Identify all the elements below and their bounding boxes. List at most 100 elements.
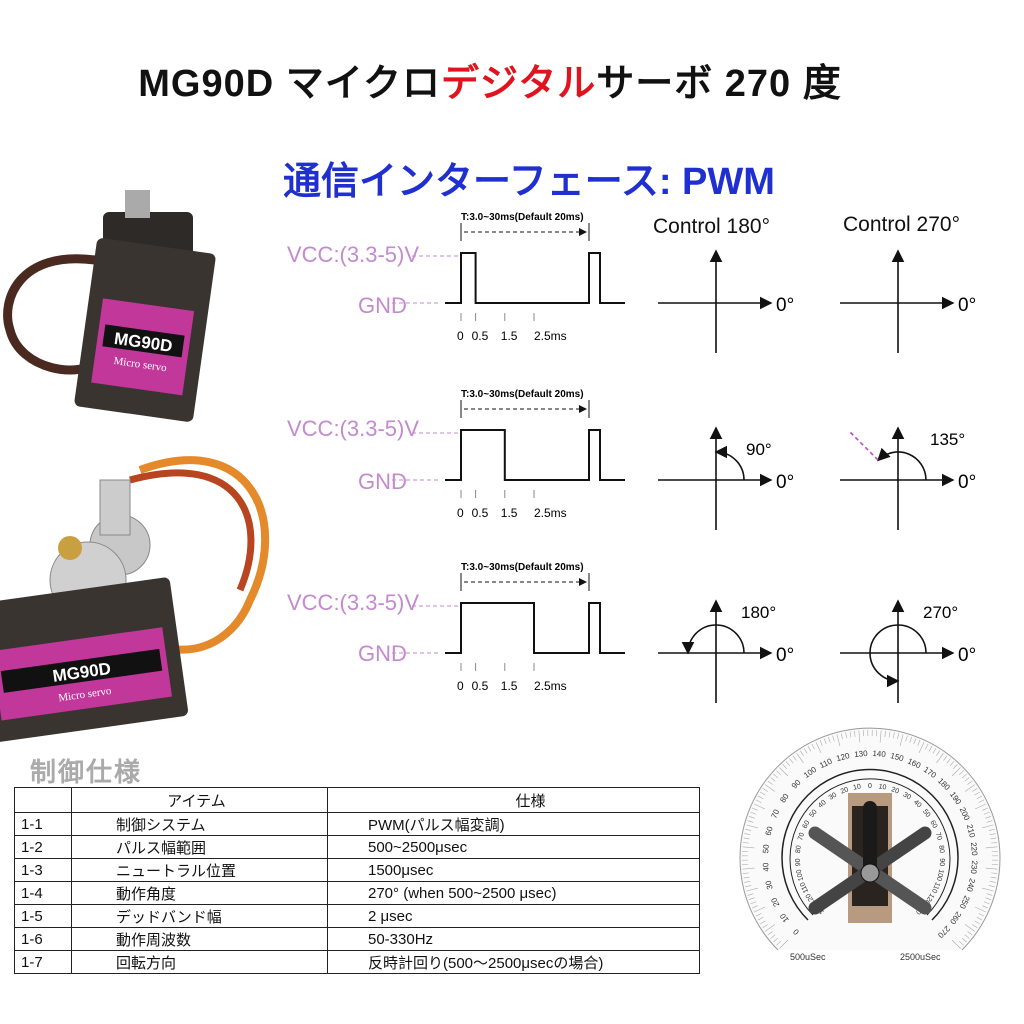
protractor-tick [755, 913, 762, 917]
protractor-inner-label: 110 [799, 881, 810, 894]
title-part: MG90D マイクロ [138, 63, 441, 105]
protractor-tick [744, 880, 751, 883]
gnd-label: GND [358, 641, 407, 666]
protractor-inner-label: 10 [853, 783, 862, 791]
row-id: 1-1 [14, 812, 72, 836]
protractor-tick [815, 741, 822, 753]
protractor-tick [845, 732, 848, 739]
protractor-tick [747, 893, 754, 896]
protractor-scale-label: 40 [761, 862, 771, 872]
pwm-waveform [445, 602, 625, 654]
protractor-tick [819, 740, 823, 746]
protractor-inner-arc [789, 778, 951, 916]
protractor-tick [743, 837, 750, 840]
protractor-tick [964, 784, 976, 792]
protractor-tick [879, 730, 882, 743]
protractor-inner-label: 70 [934, 832, 943, 842]
protractor-tick [746, 887, 759, 892]
rotation-arc [877, 447, 927, 481]
protractor-tick [779, 939, 789, 949]
protractor-inner-label: 70 [797, 832, 806, 842]
protractor-tick [949, 761, 955, 767]
spec-title: 制御仕様 [30, 757, 143, 787]
pwm-waveform [445, 429, 625, 481]
period-label: T:3.0~30ms(Default 20ms) [461, 389, 584, 400]
time-tick-label: 2.5ms [534, 506, 567, 520]
protractor-tick [946, 758, 951, 764]
protractor-tick [975, 803, 987, 810]
protractor-tick [951, 939, 961, 949]
spec-value: 2 μsec [327, 904, 700, 928]
protractor-tick [828, 736, 831, 743]
protractor-scale-label: 130 [854, 749, 869, 759]
protractor-tick [803, 748, 808, 754]
protractor-tick [760, 791, 766, 796]
servo-cable [3, 254, 104, 375]
protractor-inner-label: 100 [796, 869, 806, 882]
protractor-inner-label: 0 [868, 783, 872, 790]
protractor-tick [978, 799, 985, 803]
time-tick-label: 2.5ms [534, 679, 567, 693]
protractor-tick [991, 872, 998, 874]
protractor-tick [752, 807, 758, 811]
servo-label-band [0, 648, 163, 693]
protractor-tick [986, 893, 993, 896]
protractor-tick [884, 730, 886, 737]
protractor-tick [975, 906, 987, 913]
protractor-tick [779, 767, 789, 777]
protractor-tick [989, 833, 996, 836]
protractor-tick [990, 876, 997, 879]
protractor-tick [743, 876, 750, 879]
control-180-heading: Control 180° [653, 215, 770, 238]
protractor-tick [750, 901, 757, 905]
protractor-tick [983, 811, 990, 815]
item-name: アイテム [71, 787, 328, 813]
protractor-tick [800, 750, 804, 756]
protractor-tick [796, 752, 804, 764]
item-name: 回転方向 [71, 950, 328, 974]
protractor-tick [974, 791, 980, 796]
protractor-tick [913, 738, 917, 745]
protractor-inner-label: 50 [808, 809, 818, 820]
time-tick-label: 1.5 [501, 506, 518, 520]
gnd-label: GND [358, 469, 407, 494]
protractor-tick [985, 897, 992, 900]
protractor-tick [959, 770, 964, 776]
spec-value: 50-330Hz [327, 927, 700, 951]
protractor-tick [770, 934, 776, 939]
protractor-tick [961, 937, 967, 943]
interface-subtitle: 通信インターフェース: PWM [283, 161, 775, 203]
protractor-tick [888, 731, 891, 738]
row-id: 1-7 [14, 950, 72, 974]
protractor-tick [936, 752, 944, 764]
protractor-scale-label: 150 [889, 751, 905, 763]
vcc-label: VCC:(3.3-5)V [287, 590, 420, 615]
protractor-tick [988, 885, 995, 888]
protractor-tick [748, 816, 755, 819]
protractor-tick [854, 730, 856, 737]
time-tick-label: 1.5 [501, 679, 518, 693]
protractor-tick [989, 880, 996, 883]
protractor-tick [776, 770, 781, 776]
servo-gear [58, 536, 82, 560]
protractor-tick [936, 750, 940, 756]
protractor-inner-label: 60 [928, 819, 938, 829]
servo-shaft [99, 479, 131, 536]
servo-label-band [102, 324, 185, 358]
servo-shaft [125, 190, 150, 218]
protractor-tick [961, 773, 967, 779]
time-tick-label: 0 [457, 679, 464, 693]
zero-degree-label: 0° [776, 295, 794, 316]
protractor-tick [767, 780, 773, 785]
control-270-heading: Control 270° [843, 213, 960, 236]
protractor-tick [976, 916, 983, 921]
protractor-scale-label: 220 [969, 842, 979, 857]
zero-degree-label: 0° [958, 645, 976, 666]
protractor-inner-label: 100 [935, 869, 945, 882]
protractor-tick [909, 736, 912, 743]
protractor-tick [978, 913, 985, 917]
protractor-tick [982, 807, 988, 811]
